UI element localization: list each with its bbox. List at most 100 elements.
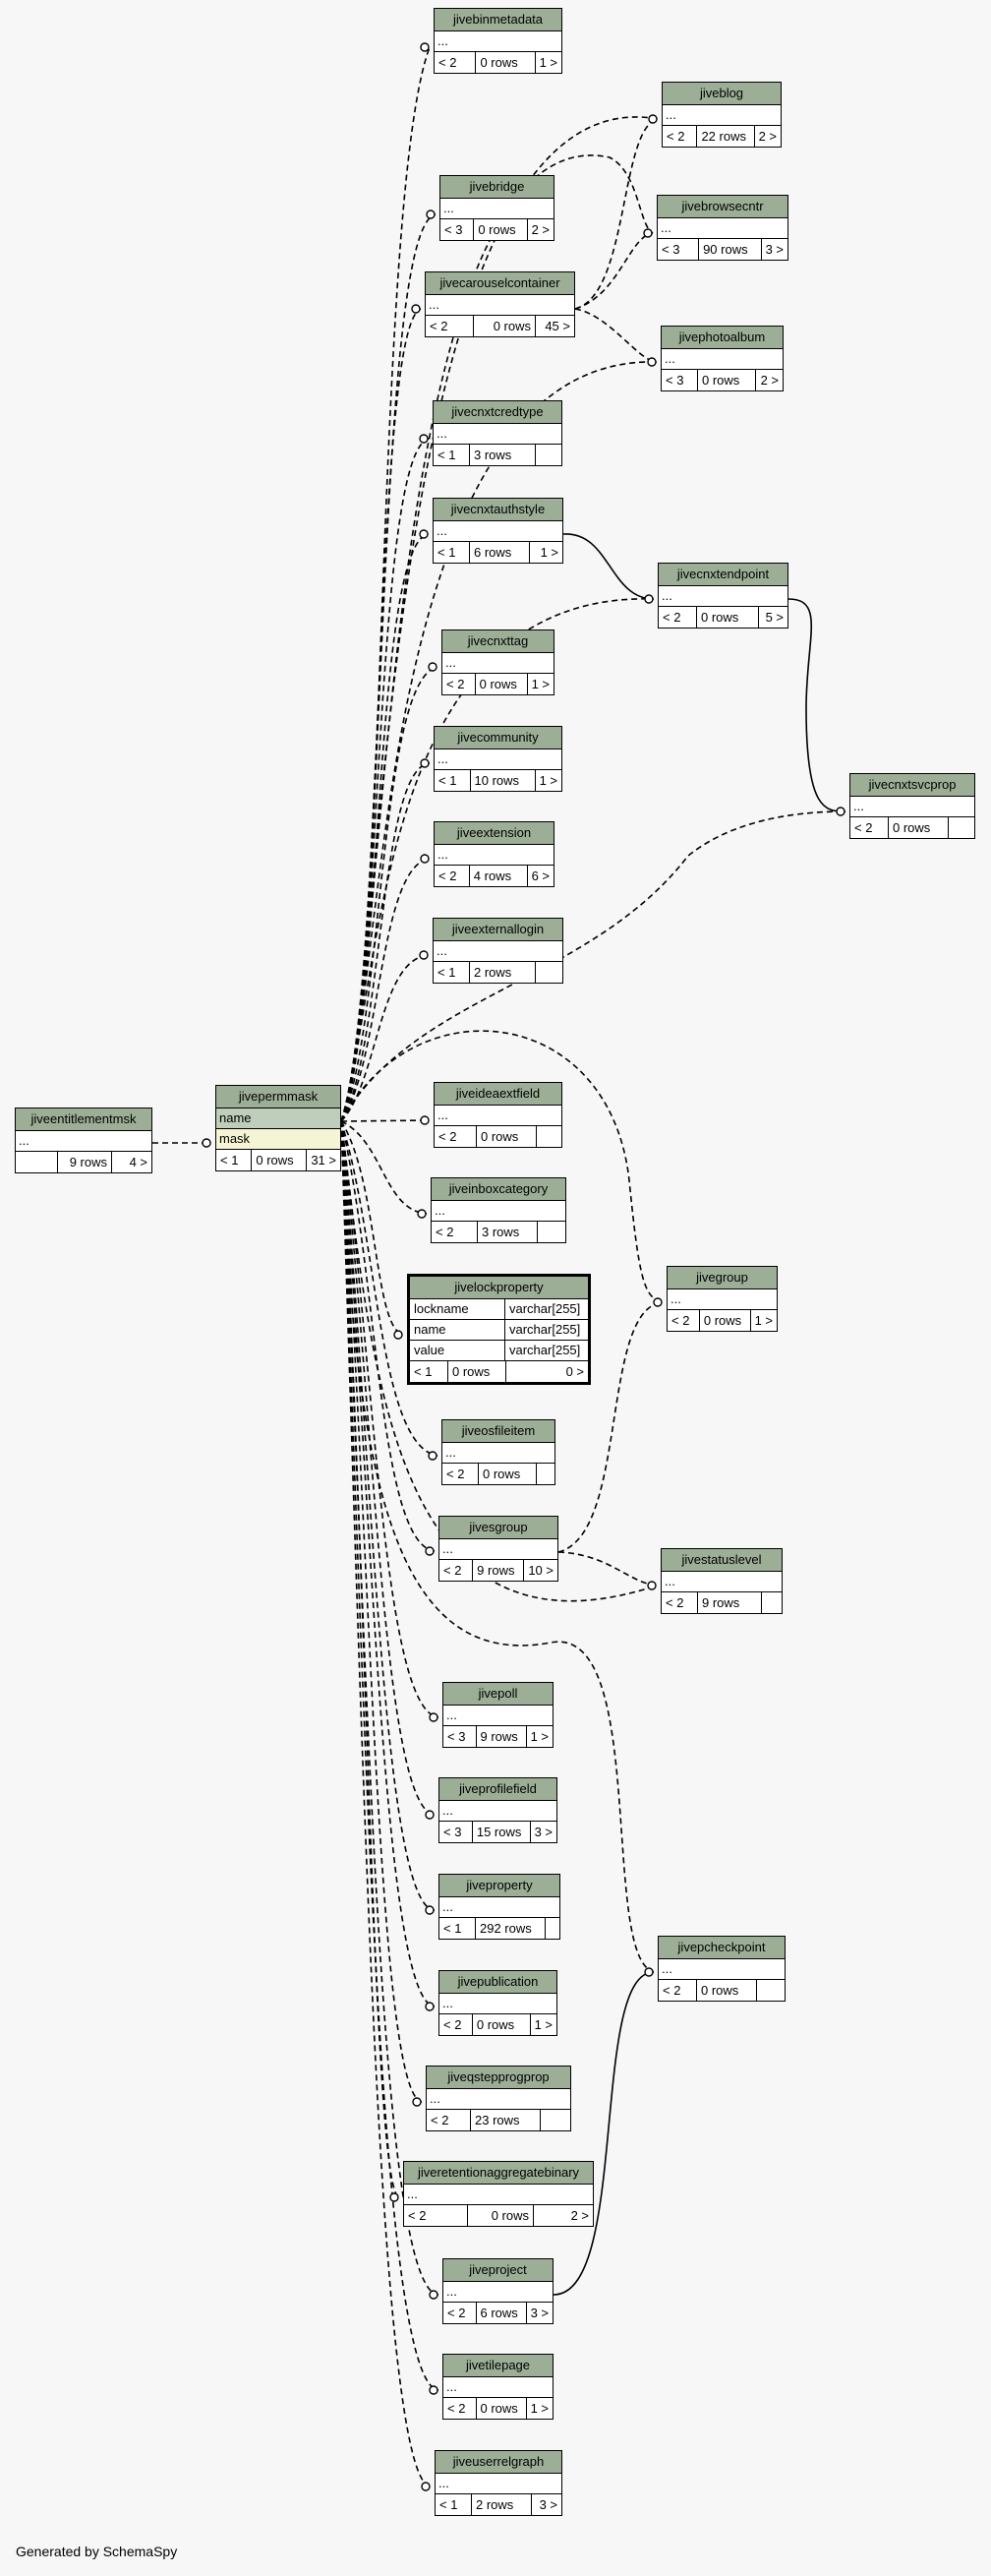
table-jivecnxtendpoint[interactable]: jivecnxtendpoint ... < 2 0 rows 5 > (658, 563, 788, 629)
table-jivegroup[interactable]: jivegroup ... < 2 0 rows 1 > (667, 1266, 778, 1332)
table-row: ... (850, 797, 974, 817)
table-jivecarouselcontainer[interactable]: jivecarouselcontainer ... < 2 0 rows 45 … (425, 271, 575, 337)
rows-count: 0 rows (698, 370, 756, 390)
cardinality-marker (420, 854, 430, 864)
cardinality-marker (425, 1546, 435, 1556)
children-count: 6 > (531, 869, 550, 883)
table-jiveproject[interactable]: jiveproject ... < 2 6 rows 3 > (442, 2258, 554, 2324)
table-jivebrowsecntr[interactable]: jivebrowsecntr ... < 3 90 rows 3 > (657, 195, 788, 261)
table-jivecnxtcredtype[interactable]: jivecnxtcredtype ... < 1 3 rows (433, 400, 562, 466)
table-jiveretentionaggregatebinary[interactable]: jiveretentionaggregatebinary ... < 2 0 r… (403, 2161, 594, 2227)
table-row: ... (434, 941, 562, 962)
column-row: value varchar[255] (410, 1341, 588, 1361)
relationship-edge (340, 858, 431, 1122)
children-count: 1 > (754, 1313, 773, 1328)
table-row: ... (659, 586, 787, 607)
table-jiveproperty[interactable]: jiveproperty ... < 1 292 rows (438, 1874, 560, 1940)
table-title: jivecnxtcredtype (434, 401, 561, 424)
table-jiveexternallogin[interactable]: jiveexternallogin ... < 1 2 rows (433, 918, 563, 984)
table-jivetilepage[interactable]: jivetilepage ... < 2 0 rows 1 > (442, 2354, 554, 2420)
table-jivecnxtsvcprop[interactable]: jivecnxtsvcprop ... < 2 0 rows (849, 773, 975, 839)
table-jivebridge[interactable]: jivebridge ... < 3 0 rows 2 > (439, 175, 554, 241)
table-jiveinboxcategory[interactable]: jiveinboxcategory ... < 2 3 rows (431, 1177, 566, 1243)
table-title: jivepermmask (216, 1086, 340, 1108)
rows-count: 9 rows (58, 1152, 112, 1172)
parents-count: < 1 (436, 2494, 472, 2515)
children-count: 10 > (528, 1563, 554, 1578)
relationship-edge (340, 308, 422, 1122)
relationship-edge (787, 598, 846, 812)
table-row: ... (427, 2089, 570, 2110)
rows-count: 292 rows (476, 1918, 546, 1939)
table-jivelockproperty[interactable]: jivelockproperty lockname varchar[255] n… (407, 1274, 591, 1385)
rows-count: 0 rows (473, 2014, 531, 2035)
cardinality-marker (202, 1138, 211, 1148)
table-jiveextension[interactable]: jiveextension ... < 2 4 rows 6 > (434, 821, 554, 887)
table-jiveuserrelgraph[interactable]: jiveuserrelgraph ... < 1 2 rows 3 > (435, 2450, 562, 2516)
rows-count: 0 rows (468, 2205, 534, 2226)
table-jiveideaextfield[interactable]: jiveideaextfield ... < 2 0 rows (434, 1082, 562, 1148)
table-row: ... (434, 521, 562, 542)
table-jivepublication[interactable]: jivepublication ... < 2 0 rows 1 > (438, 1970, 557, 2036)
table-title: jiveosfileitem (442, 1420, 554, 1443)
children-count: 4 > (129, 1155, 147, 1169)
table-jivepermmask[interactable]: jivepermmask name mask < 1 0 rows 31 > (215, 1085, 341, 1171)
generated-by-label: Generated by SchemaSpy (16, 2544, 178, 2559)
cardinality-marker (643, 228, 653, 238)
table-jiveblog[interactable]: jiveblog ... < 2 22 rows 2 > (662, 82, 782, 148)
table-footer: < 1 6 rows 1 > (434, 542, 562, 563)
table-jiveentitlementmsk[interactable]: jiveentitlementmsk ... 9 rows 4 > (15, 1108, 152, 1173)
table-title: jivesgroup (439, 1517, 557, 1539)
table-title: jivestatuslevel (662, 1549, 782, 1572)
table-title: jiveentitlementmsk (16, 1108, 151, 1131)
table-row: ... (442, 1443, 554, 1464)
table-footer: < 3 90 rows 3 > (658, 239, 787, 260)
relationship-edge (340, 1120, 423, 2103)
children-count (536, 962, 562, 983)
children-count (538, 1222, 565, 1242)
parents-count: < 2 (668, 1310, 700, 1331)
rows-count: 9 rows (698, 1592, 762, 1613)
relationship-edge (340, 533, 430, 1122)
relationship-edge (553, 1971, 655, 2296)
table-footer: < 2 0 rows (442, 1464, 554, 1484)
table-title: jivepcheckpoint (659, 1937, 785, 1959)
table-jiveprofilefield[interactable]: jiveprofilefield ... < 3 15 rows 3 > (438, 1777, 557, 1843)
parents-count: < 2 (432, 1222, 478, 1242)
table-row: ... (659, 1959, 785, 1980)
cardinality-marker (419, 950, 429, 960)
table-jivepoll[interactable]: jivepoll ... < 3 9 rows 1 > (442, 1682, 554, 1748)
relationship-edge (340, 598, 655, 1122)
table-jivecommunity[interactable]: jivecommunity ... < 1 10 rows 1 > (434, 726, 562, 792)
table-jivestatuslevel[interactable]: jivestatuslevel ... < 2 9 rows (661, 1548, 783, 1614)
relationship-edge (574, 118, 659, 310)
table-jiveosfileitem[interactable]: jiveosfileitem ... < 2 0 rows (441, 1419, 555, 1485)
rows-count: 0 rows (700, 1310, 751, 1331)
parents-count: < 3 (440, 219, 475, 240)
table-title: jiveideaextfield (435, 1083, 561, 1106)
cardinality-marker (419, 434, 429, 444)
table-footer: < 2 3 rows (432, 1222, 565, 1242)
table-jivesgroup[interactable]: jivesgroup ... < 2 9 rows 10 > (438, 1516, 558, 1582)
rows-count: 3 rows (470, 445, 536, 465)
rows-count: 3 rows (478, 1222, 538, 1242)
table-row: ... (443, 2377, 553, 2398)
table-title: jivepublication (439, 1971, 556, 1994)
rows-count: 0 rows (697, 607, 759, 628)
table-title: jivetilepage (443, 2355, 553, 2377)
table-jivebinmetadata[interactable]: jivebinmetadata ... < 2 0 rows 1 > (434, 8, 562, 74)
table-footer: < 3 0 rows 2 > (440, 219, 554, 240)
relationship-edge (340, 1120, 658, 1602)
table-row: ... (404, 2185, 593, 2205)
table-jivephotoalbum[interactable]: jivephotoalbum ... < 3 0 rows 2 > (661, 326, 784, 391)
rows-count: 15 rows (473, 1822, 531, 1842)
table-jivecnxtauthstyle[interactable]: jivecnxtauthstyle ... < 1 6 rows 1 > (433, 498, 563, 564)
table-row: ... (443, 2282, 553, 2303)
cardinality-marker (412, 2097, 422, 2107)
table-jivepcheckpoint[interactable]: jivepcheckpoint ... < 2 0 rows (658, 1936, 786, 2002)
table-footer: < 2 0 rows 1 > (443, 2398, 553, 2419)
children-count: 3 > (765, 242, 784, 257)
table-jivecnxttag[interactable]: jivecnxttag ... < 2 0 rows 1 > (441, 629, 554, 695)
table-footer: < 2 0 rows 1 > (442, 674, 554, 694)
table-jiveqstepprogprop[interactable]: jiveqstepprogprop ... < 2 23 rows (426, 2066, 571, 2131)
